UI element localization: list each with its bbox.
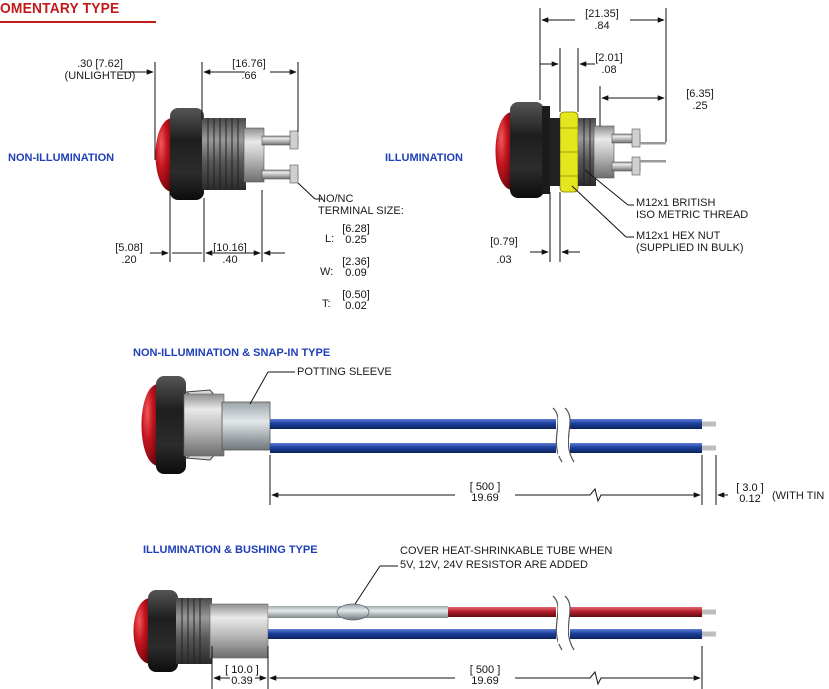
- terminal-L-value: [6.28] 0.25: [342, 223, 370, 246]
- dim-0-79: [0.79] .03: [490, 236, 518, 266]
- snap-in-dimension-lines: [249, 371, 728, 505]
- bushing-dimension-lines: [211, 565, 703, 689]
- terminal-L-key: L:: [325, 233, 335, 245]
- dim-10-0: [ 10.0 ] 0.39: [225, 664, 259, 687]
- red-lens: [155, 118, 172, 192]
- dim-unlighted: .30 [7.62] (UNLIGHTED): [64, 58, 136, 82]
- terminal-label: NO/NC TERMINAL SIZE:: [318, 193, 404, 217]
- bushing: [209, 603, 269, 659]
- red-wire: [448, 607, 556, 617]
- bezel: [510, 102, 544, 198]
- non-illumination-switch: [155, 108, 299, 200]
- dim-2-01: [2.01] .08: [595, 52, 623, 76]
- threaded-body: [202, 118, 246, 190]
- dim-3-0: [ 3.0 ] 0.12: [736, 482, 764, 505]
- terminal-W-value: [2.36] 0.09: [342, 256, 370, 279]
- hex-nut-callout: M12x1 HEX NUT (SUPPLIED IN BULK): [636, 230, 744, 254]
- thread-callout: M12x1 BRITISH ISO METRIC THREAD: [636, 197, 749, 221]
- illumination-label: ILLUMINATION: [385, 152, 464, 164]
- terminal-T-value: [0.50] 0.02: [342, 289, 370, 312]
- dim-5-08: [5.08] .20: [115, 242, 143, 266]
- red-lens: [133, 598, 150, 664]
- blue-wire-lower: [270, 443, 556, 453]
- potting-sleeve-callout: POTTING SLEEVE: [297, 366, 392, 378]
- potting-sleeve: [221, 401, 271, 451]
- blue-wire: [268, 629, 556, 639]
- dim-500-bushing: [ 500 ] 19.69: [469, 664, 501, 687]
- dim-width-16-76: [16.76] .66: [232, 58, 266, 82]
- illumination-switch: [495, 102, 666, 198]
- non-illum-dimension-lines: [120, 62, 322, 262]
- dim-6-35: [6.35] .25: [686, 88, 714, 112]
- heat-shrink-tube: [336, 603, 370, 621]
- dim-500-snap: [ 500 ] 19.69: [469, 481, 501, 504]
- snap-in-type-label: NON-ILLUMINATION & SNAP-IN TYPE: [133, 347, 331, 359]
- bushing-assembly: [133, 590, 716, 672]
- bezel: [148, 590, 178, 672]
- bezel: [170, 108, 204, 200]
- bezel: [156, 376, 186, 474]
- blue-wire-upper: [270, 419, 556, 429]
- bushing-type-label: ILLUMINATION & BUSHING TYPE: [143, 544, 318, 556]
- dim-21-35: [21.35] .84: [585, 8, 619, 32]
- red-lens: [495, 112, 512, 190]
- illum-dimension-lines: [530, 8, 667, 262]
- terminal-W-key: W:: [320, 266, 334, 278]
- tin-note: (WITH TIN: [772, 490, 825, 502]
- heat-shrink-note: COVER HEAT-SHRINKABLE TUBE WHEN 5V, 12V,…: [400, 545, 613, 571]
- snap-in-assembly: [141, 376, 716, 474]
- non-illumination-label: NON-ILLUMINATION: [8, 152, 115, 164]
- red-lens: [141, 384, 158, 466]
- page-title: OMENTARY TYPE: [0, 0, 120, 17]
- title-underline: [0, 21, 156, 23]
- terminal-T-key: T:: [322, 298, 331, 310]
- dim-10-16: [10.16] .40: [213, 242, 247, 266]
